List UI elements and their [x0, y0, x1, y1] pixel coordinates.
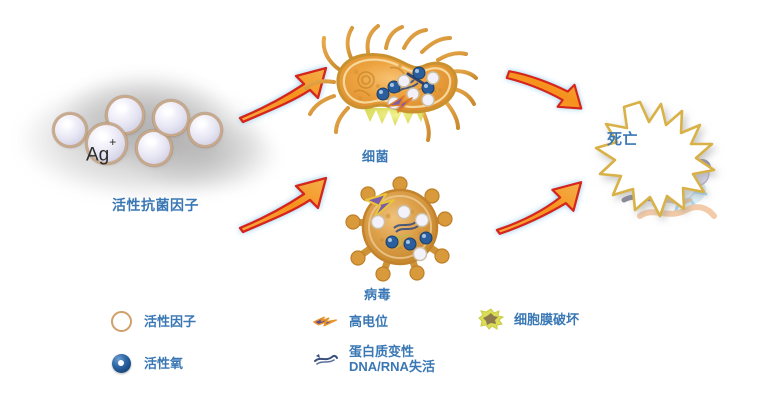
active-antibacterial-agent-group	[0, 70, 290, 230]
legend-item-reactive-oxygen: 活性氧	[108, 350, 183, 376]
death-outcome	[562, 92, 752, 227]
legend-label: 蛋白质变性 DNA/RNA失活	[349, 344, 435, 374]
bacteria-caption: 细菌	[362, 149, 390, 164]
reactive-oxygen-dot-icon	[108, 350, 134, 376]
silver-ion-sphere	[190, 115, 220, 145]
silver-ion-label: Ag+	[86, 135, 117, 166]
legend-item-protein-denature: 蛋白质变性 DNA/RNA失活	[313, 344, 435, 374]
legend-label: 活性因子	[144, 313, 197, 329]
legend-label: 细胞膜破坏	[514, 311, 580, 327]
virus-caption: 病毒	[364, 287, 392, 302]
active-factor-circle-icon	[108, 308, 134, 334]
legend-label: 活性氧	[144, 355, 184, 371]
silver-ion-sphere	[55, 115, 85, 145]
silver-ion-sphere	[155, 102, 187, 134]
arrow-agent-to-virus	[238, 172, 330, 234]
high-potential-bolt-icon	[313, 308, 339, 334]
legend-item-active-factor: 活性因子	[108, 308, 196, 334]
agent-caption: 活性抗菌因子	[112, 197, 199, 213]
legend-item-high-potential: 高电位	[313, 308, 388, 334]
membrane-rupture-burst-icon	[478, 306, 504, 332]
death-caption: 死亡	[607, 131, 639, 148]
silver-ion-sphere	[138, 132, 170, 164]
legend-label: 高电位	[349, 313, 389, 329]
arrow-bacteria-to-death	[505, 60, 583, 118]
bacterium-illustration	[300, 22, 490, 147]
arrow-virus-to-death	[495, 178, 583, 238]
legend-item-membrane-rupture: 细胞膜破坏	[478, 306, 579, 332]
virus-illustration	[330, 172, 470, 287]
protein-denature-dna-icon	[313, 346, 339, 372]
silver-ion-sphere	[88, 125, 125, 162]
legend: 活性因子 活性氧 高电位	[108, 300, 668, 390]
